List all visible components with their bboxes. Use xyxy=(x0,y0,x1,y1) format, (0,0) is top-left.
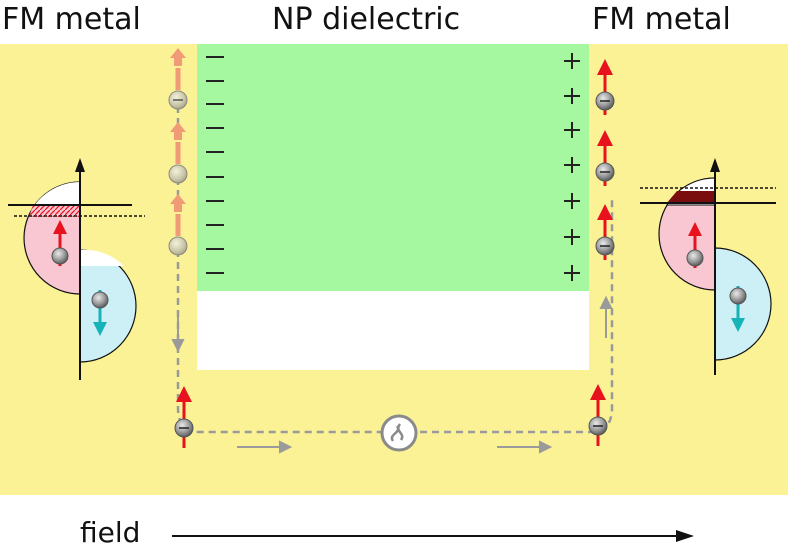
circuit-wire xyxy=(176,70,614,434)
dielectric-label: NP dielectric xyxy=(272,2,461,37)
left-metal-label: FM metal xyxy=(2,2,141,37)
negative-charges xyxy=(206,56,224,274)
left-density-of-states xyxy=(8,158,145,380)
faded-electrons xyxy=(168,48,188,256)
ac-source-icon xyxy=(380,414,418,452)
right-density-of-states xyxy=(640,158,776,375)
positive-charges xyxy=(564,53,580,281)
field-label: field xyxy=(80,516,141,549)
dielectric-region xyxy=(197,44,589,291)
gap-region xyxy=(197,291,589,370)
spin-up-electrons xyxy=(174,59,615,448)
right-metal-label: FM metal xyxy=(592,2,731,37)
current-direction-arrow-icon xyxy=(171,295,613,454)
field-arrow-icon xyxy=(172,530,694,542)
